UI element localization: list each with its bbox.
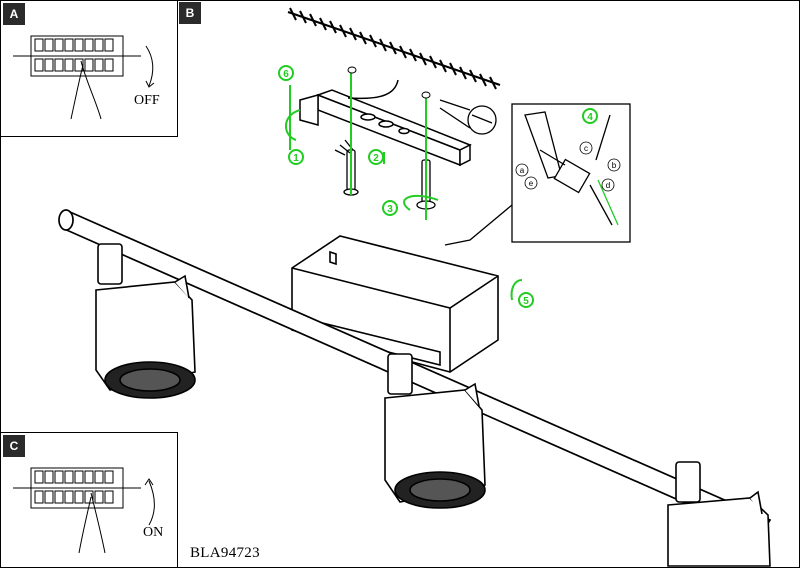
detail-letter: b	[612, 161, 617, 170]
step-number: 4	[587, 112, 593, 123]
breaker-on-drawing	[13, 467, 155, 554]
ceiling-hatch	[287, 7, 501, 90]
inset-breaker-off: A OFF	[0, 0, 178, 137]
detail-letter: a	[520, 166, 525, 175]
detail-letters	[515, 141, 621, 192]
step-marker-labels: 6 1 2 3 5 4	[283, 69, 593, 307]
step-markers	[278, 65, 598, 308]
ceiling-holes	[347, 66, 431, 99]
step-badge-b: B	[179, 2, 201, 24]
step-number: 1	[293, 153, 299, 164]
step-number: 5	[523, 296, 529, 307]
step-badge-c: C	[3, 435, 25, 457]
detail-letter: d	[606, 181, 610, 190]
spotlight-3	[667, 461, 771, 567]
screw-callout	[439, 99, 497, 135]
step-number: 2	[373, 153, 379, 164]
spotlight-2	[384, 353, 486, 509]
detail-letter: c	[584, 144, 588, 153]
step-badge-a: A	[3, 3, 25, 25]
mounting-bracket	[299, 79, 472, 167]
step-number: 6	[283, 69, 289, 80]
spotlight-1	[95, 243, 196, 399]
assembly-guides	[285, 70, 523, 301]
inset-breaker-on: C ON	[0, 432, 178, 568]
breaker-off-drawing	[13, 35, 155, 120]
on-label: ON	[143, 525, 164, 540]
off-label: OFF	[134, 93, 160, 108]
canopy	[291, 235, 499, 373]
step-number: 3	[387, 204, 393, 215]
product-code: BLA94723	[190, 545, 260, 561]
wiring-detail	[444, 103, 631, 246]
detail-letter: e	[529, 179, 534, 188]
